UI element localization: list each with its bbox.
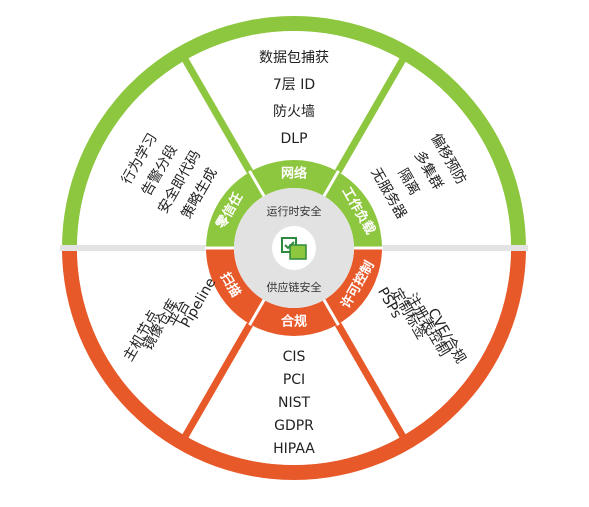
network-item: 7层 ID <box>273 77 315 93</box>
ring-separator-5 <box>322 298 340 326</box>
green-spoke-1 <box>181 57 254 174</box>
compliance-item: NIST <box>278 395 310 411</box>
green-spoke-0 <box>334 57 407 174</box>
compliance-item: HIPAA <box>273 441 315 457</box>
hub-top-label: 运行时安全 <box>267 204 322 218</box>
network-item: 防火墙 <box>273 104 315 120</box>
compliance-item: GDPR <box>274 418 314 434</box>
ring-label-network: 网络 <box>281 166 307 182</box>
inner-ring-top <box>206 160 382 248</box>
orange-spoke-1 <box>334 322 407 439</box>
checklist-shield-icon <box>281 237 307 260</box>
ring-separator-2 <box>248 170 266 198</box>
network-item: 数据包捕获 <box>259 50 329 66</box>
ring-separator-4 <box>248 298 266 326</box>
core-hub: 运行时安全 供应链安全 <box>234 188 354 308</box>
compliance-item: PCI <box>283 372 305 388</box>
orange-spoke-0 <box>181 322 254 439</box>
network-item: DLP <box>280 131 307 147</box>
ring-label-compliance: 合规 <box>281 314 307 330</box>
compliance-item: CIS <box>283 349 306 365</box>
ring-separator-1 <box>322 170 340 198</box>
hub-bottom-label: 供应链安全 <box>267 280 322 294</box>
inner-ring-bottom <box>206 248 382 336</box>
